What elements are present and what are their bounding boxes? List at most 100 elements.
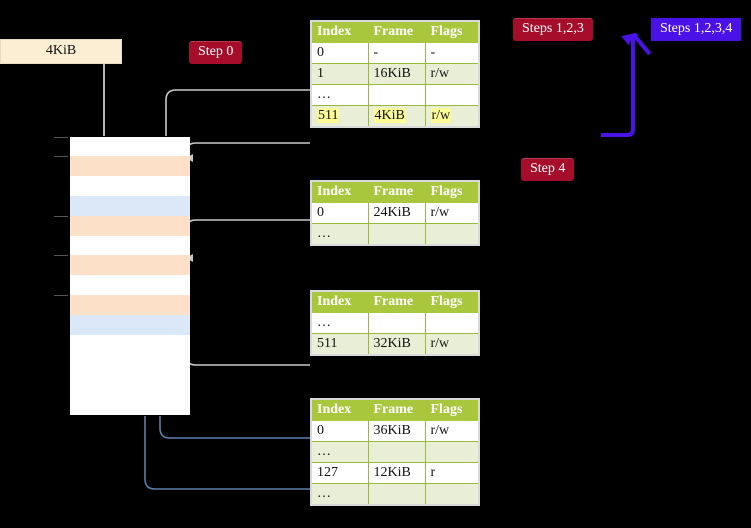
cell-frame bbox=[367, 223, 426, 246]
table-header-row: Index Frame Flags bbox=[310, 290, 480, 313]
cell-flags bbox=[424, 312, 480, 334]
cell-frame: 12KiB bbox=[367, 462, 426, 484]
cell-frame: 16KiB bbox=[367, 63, 426, 85]
badge-step-0-label: Step 0 bbox=[198, 44, 234, 59]
memory-frame-row bbox=[70, 315, 190, 337]
memory-frame-row bbox=[70, 175, 190, 198]
cell-frame: 4KiB bbox=[367, 105, 426, 128]
badge-steps-123-label: Steps 1,2,3 bbox=[522, 21, 584, 36]
badge-steps-123: Steps 1,2,3 bbox=[513, 18, 593, 41]
memory-frame-row bbox=[54, 215, 190, 238]
memory-frame-row bbox=[70, 235, 190, 257]
cell-frame: 32KiB bbox=[367, 333, 426, 356]
cell-index: … bbox=[310, 223, 369, 246]
connector-steps-bracket bbox=[601, 32, 639, 137]
cell-flags: r/w bbox=[424, 202, 480, 224]
connector-steps-bracket-arrow bbox=[621, 32, 652, 56]
badge-step-4-label: Step 4 bbox=[530, 161, 566, 176]
column-header-index: Index bbox=[310, 180, 369, 203]
cell-index: 127 bbox=[310, 462, 369, 484]
cell-index: 0 bbox=[310, 420, 369, 442]
column-header-index: Index bbox=[310, 20, 369, 43]
column-header-frame: Frame bbox=[367, 398, 426, 421]
memory-row-tick bbox=[54, 137, 68, 138]
cell-flags bbox=[424, 84, 480, 106]
memory-frame-row bbox=[54, 255, 190, 277]
memory-row-tick bbox=[54, 155, 68, 157]
memory-frame-row bbox=[70, 374, 190, 397]
cell-flags: r/w bbox=[424, 63, 480, 85]
cell-index: 0 bbox=[310, 42, 369, 64]
table-row: … bbox=[310, 441, 480, 463]
column-header-index: Index bbox=[310, 290, 369, 313]
cell-index: … bbox=[310, 441, 369, 463]
connector-l4row511-to-memory bbox=[185, 142, 310, 162]
memory-row-tick bbox=[54, 255, 68, 257]
column-header-flags: Flags bbox=[424, 20, 480, 43]
cell-frame: 24KiB bbox=[367, 202, 426, 224]
cell-index: 1 bbox=[310, 63, 369, 85]
cell-index: 511 bbox=[310, 105, 369, 128]
source-size-label: 4KiB bbox=[45, 43, 77, 58]
cell-flags bbox=[424, 441, 480, 463]
column-header-frame: Frame bbox=[367, 20, 426, 43]
column-header-flags: Flags bbox=[424, 180, 480, 203]
memory-frame-row bbox=[54, 295, 190, 317]
cell-index: 0 bbox=[310, 202, 369, 224]
highlight-span: 4KiB bbox=[373, 108, 406, 123]
memory-row-tick bbox=[54, 295, 68, 297]
memory-frame-row bbox=[70, 394, 190, 417]
table-row: 511 4KiB r/w bbox=[310, 105, 480, 128]
cell-index: … bbox=[310, 312, 369, 334]
column-header-index: Index bbox=[310, 398, 369, 421]
memory-frame-row bbox=[70, 354, 190, 377]
cell-flags bbox=[424, 223, 480, 246]
badge-step-4: Step 4 bbox=[521, 158, 575, 181]
memory-frame-row bbox=[54, 136, 190, 158]
table-row: … bbox=[310, 312, 480, 334]
page-table-level4-head: Index Frame Flags bbox=[310, 20, 480, 43]
cell-flags: - bbox=[424, 42, 480, 64]
cell-flags: r/w bbox=[424, 333, 480, 356]
column-header-frame: Frame bbox=[367, 290, 426, 313]
highlight-span: r/w bbox=[430, 108, 452, 123]
cell-frame bbox=[367, 441, 426, 463]
badge-steps-1234-label: Steps 1,2,3,4 bbox=[660, 21, 733, 36]
cell-frame: 36KiB bbox=[367, 420, 426, 442]
physical-memory-column bbox=[54, 136, 190, 417]
cell-flags: r/w bbox=[424, 420, 480, 442]
table-header-row: Index Frame Flags bbox=[310, 20, 480, 43]
column-header-flags: Flags bbox=[424, 290, 480, 313]
cell-frame bbox=[367, 84, 426, 106]
cell-index: … bbox=[310, 84, 369, 106]
cell-frame bbox=[367, 312, 426, 334]
column-header-flags: Flags bbox=[424, 398, 480, 421]
table-header-row: Index Frame Flags bbox=[310, 398, 480, 421]
connector-l3row0-to-memory bbox=[185, 219, 310, 262]
highlight-span: 511 bbox=[317, 108, 340, 123]
table-row: … bbox=[310, 483, 480, 506]
memory-row-tick bbox=[54, 215, 68, 217]
table-row: … bbox=[310, 223, 480, 246]
badge-steps-1234: Steps 1,2,3,4 bbox=[651, 18, 742, 41]
cell-frame bbox=[367, 483, 426, 506]
cell-index: 511 bbox=[310, 333, 369, 356]
memory-frame-row bbox=[54, 155, 190, 178]
memory-frame-row bbox=[70, 275, 190, 297]
memory-frame-row bbox=[70, 195, 190, 218]
cell-flags bbox=[424, 483, 480, 506]
cell-flags: r bbox=[424, 462, 480, 484]
